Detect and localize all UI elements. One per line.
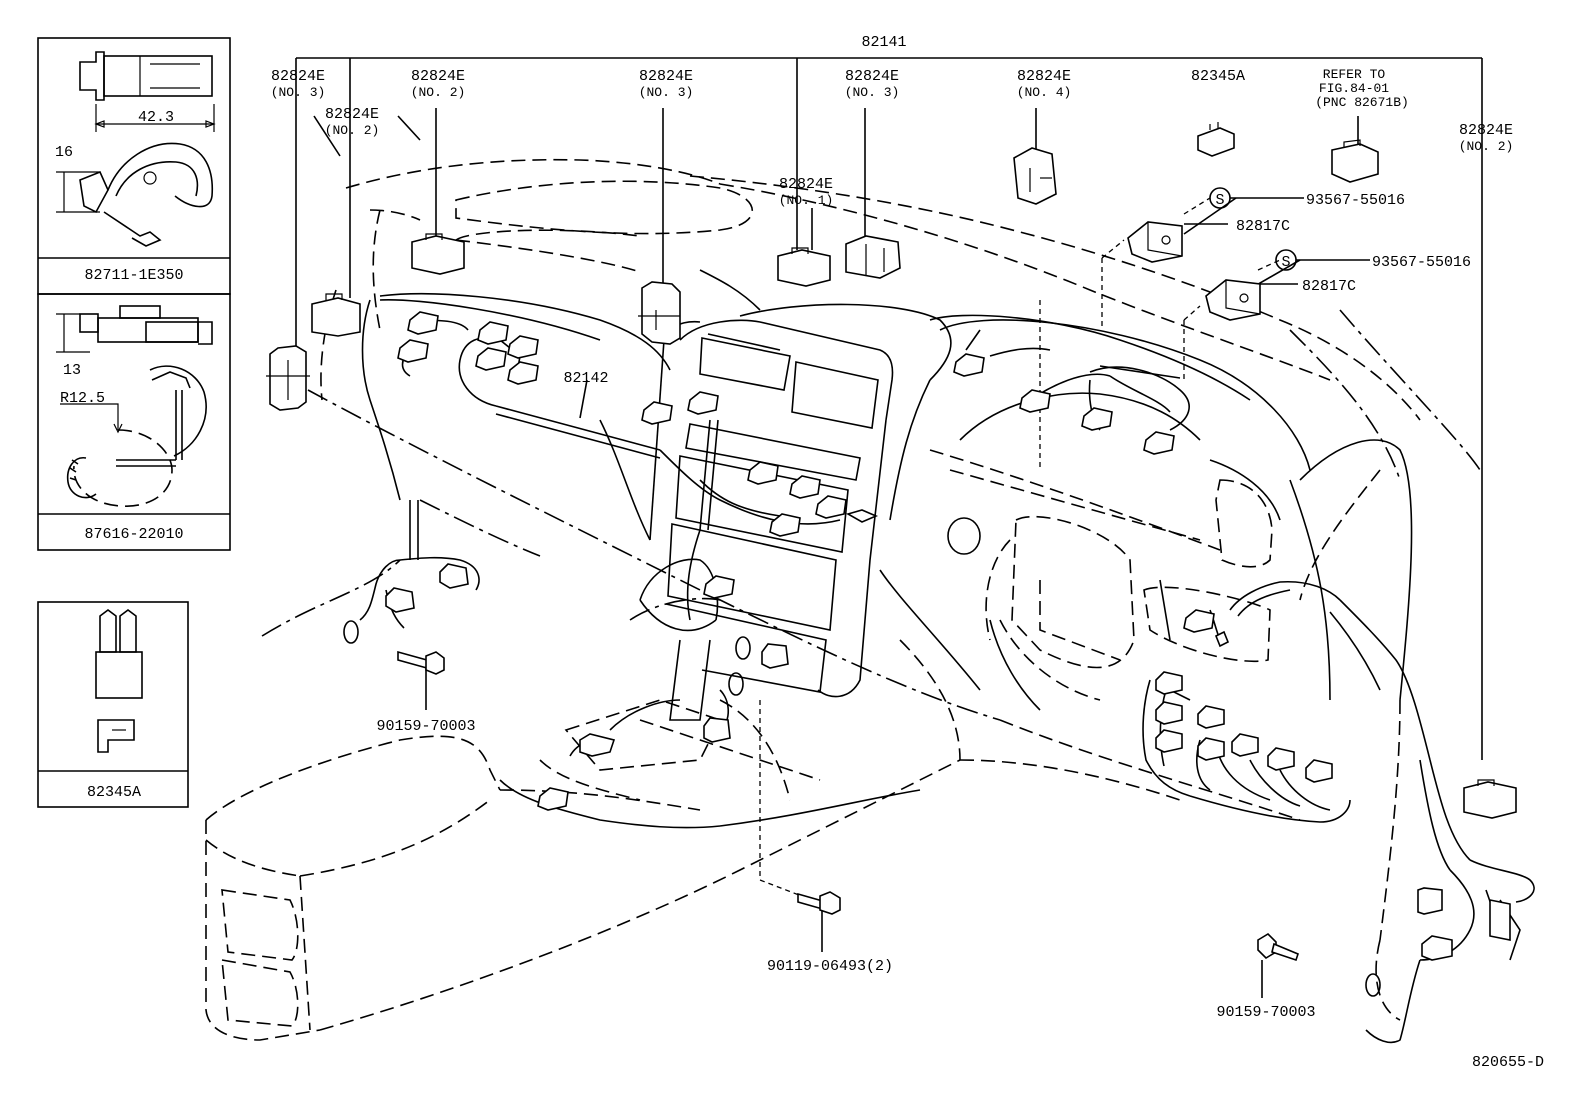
label-refer-line3: (PNC 82671B) (1315, 95, 1409, 110)
label-82142: 82142 (563, 370, 608, 387)
screw-symbols: S S (1209, 187, 1297, 271)
label-clamp-center-no1-code: 82824E (779, 176, 833, 193)
label-clamp-center-right-no3-note: (NO. 3) (845, 85, 900, 100)
label-bolt-left: 90159-70003 (376, 718, 475, 735)
label-bracket-upper: 82817C (1236, 218, 1290, 235)
dim-clamp-height: 13 (63, 362, 81, 379)
screw-symbol-upper: S (1215, 192, 1224, 209)
bolts (397, 650, 1299, 962)
label-bolt-right: 90159-70003 (1216, 1004, 1315, 1021)
label-clamp-right-no2-note: (NO. 2) (1459, 139, 1514, 154)
dim-clip-width: 42.3 (138, 109, 174, 126)
figure-code: 820655-D (1472, 1054, 1544, 1071)
callout-labels: 82141 82824E (NO. 3) 82824E (NO. 2) 8282… (271, 34, 1544, 1071)
inset-clamp-87616: 13 R12.5 87616-22010 (37, 293, 231, 551)
label-screw-lower: 93567-55016 (1372, 254, 1471, 271)
label-clamp-no4-note: (NO. 4) (1017, 85, 1072, 100)
clip-part-number: 82711-1E350 (84, 267, 183, 284)
label-clamp-no4-code: 82824E (1017, 68, 1071, 85)
label-screw-upper: 93567-55016 (1306, 192, 1405, 209)
label-clamp-top-left-note: (NO. 3) (271, 85, 326, 100)
harness-wires (359, 269, 1535, 1044)
label-refer-line1: REFER TO (1323, 67, 1386, 82)
label-clamp-center-right-no3-code: 82824E (845, 68, 899, 85)
screw-symbol-lower: S (1281, 254, 1290, 271)
label-refer-line2: FIG.84-01 (1319, 81, 1389, 96)
label-clamp-left-no2-note: (NO. 2) (325, 123, 380, 138)
relay-part-number: 82345A (87, 784, 141, 801)
label-relay-82345A: 82345A (1191, 68, 1245, 85)
label-clamp-center-no1-note: (NO. 1) (779, 193, 834, 208)
label-clamp-left-no2-code: 82824E (325, 106, 379, 123)
connector-blocks (343, 311, 1511, 997)
dim-clamp-radius: R12.5 (60, 390, 105, 407)
label-bracket-lower: 82817C (1302, 278, 1356, 295)
label-clamp-center-no3-note: (NO. 3) (639, 85, 694, 100)
inset-relay-82345A: 82345A (37, 601, 189, 808)
clamp-part-number: 87616-22010 (84, 526, 183, 543)
inset-clip-82711: 42.3 16 82711-1E350 (37, 37, 231, 295)
dim-clip-height: 16 (55, 144, 73, 161)
label-bolt-center: 90119-06493(2) (767, 958, 893, 975)
dashboard-contours (361, 293, 1413, 829)
label-82141: 82141 (861, 34, 906, 51)
leader-lines (295, 57, 1483, 998)
label-clamp-right-no2-code: 82824E (1459, 122, 1513, 139)
clamp-parts (266, 122, 1517, 819)
label-clamp-top-left-code: 82824E (271, 68, 325, 85)
label-clamp-upper-left-no2-code: 82824E (411, 68, 465, 85)
label-clamp-center-no3-code: 82824E (639, 68, 693, 85)
label-clamp-upper-left-no2-note: (NO. 2) (411, 85, 466, 100)
